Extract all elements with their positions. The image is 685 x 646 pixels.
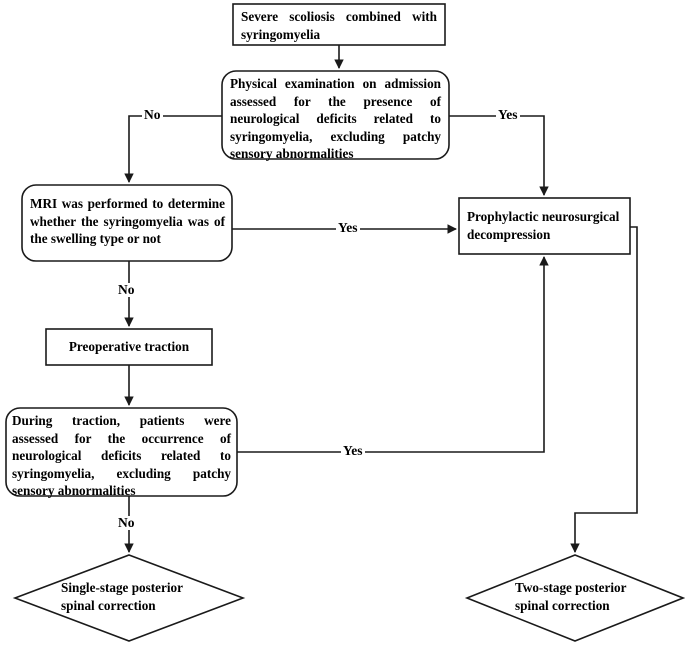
- edge-prophylactic-to-two-stage: [570, 226, 638, 553]
- node-prophylactic-decompression: [458, 197, 631, 255]
- edge-label-exam-no: No: [142, 107, 163, 122]
- edge-label-exam-yes: Yes: [496, 107, 520, 122]
- node-physical-examination: [221, 70, 450, 160]
- node-two-stage-outcome: [464, 554, 685, 642]
- edge-exam-yes-to-prophylactic: [449, 115, 549, 196]
- edge-label-mri-no: No: [116, 282, 137, 297]
- node-preoperative-traction: [45, 328, 213, 366]
- edge-label-traction-yes: Yes: [341, 443, 365, 458]
- node-mri-assessment: [21, 184, 233, 262]
- hit-preoperative-traction[interactable]: [46, 329, 212, 365]
- hit-physical-examination[interactable]: [222, 71, 449, 159]
- hit-severe-scoliosis[interactable]: [233, 4, 445, 45]
- hit-prophylactic-decompression[interactable]: [459, 198, 630, 254]
- node-single-stage-outcome: [12, 554, 246, 642]
- edge-during-traction-yes-to-prophylactic: [237, 256, 549, 453]
- edge-label-traction-no: No: [116, 515, 137, 530]
- hit-during-traction-assessment[interactable]: [6, 408, 237, 496]
- hit-single-stage-outcome[interactable]: [15, 555, 243, 641]
- hit-two-stage-outcome[interactable]: [467, 555, 683, 641]
- edge-exam-no-to-mri: [124, 115, 222, 183]
- edge-label-mri-yes: Yes: [336, 220, 360, 235]
- hit-mri-assessment[interactable]: [22, 185, 232, 261]
- node-severe-scoliosis: [232, 3, 446, 46]
